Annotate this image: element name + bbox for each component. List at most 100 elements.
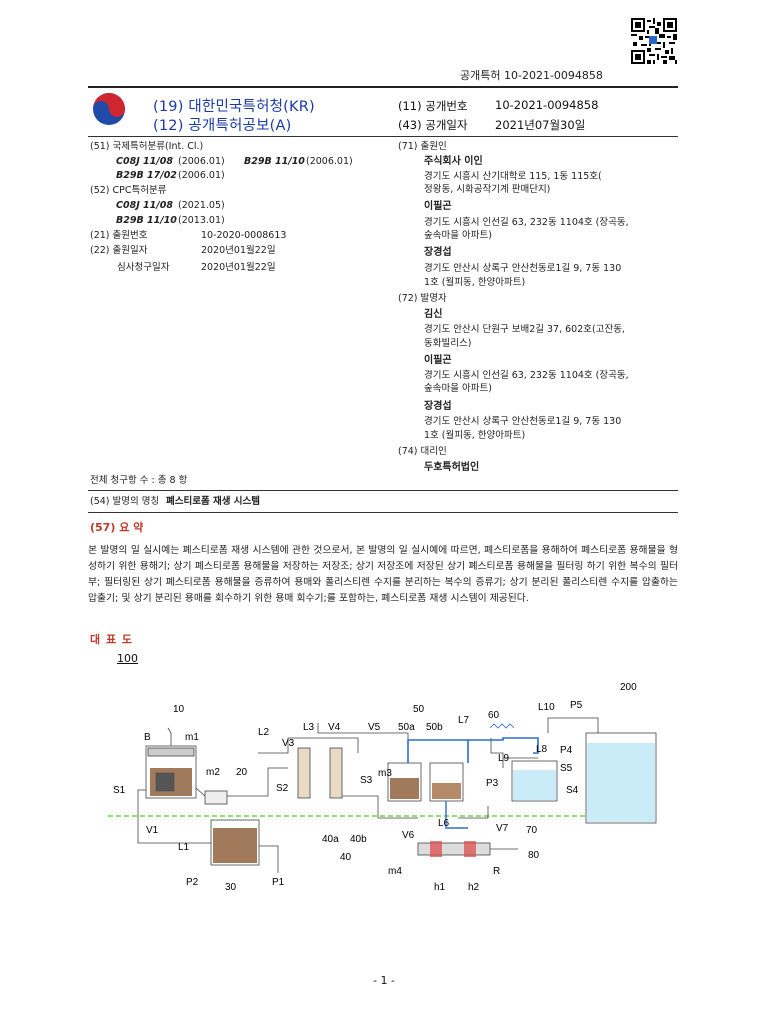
pub-date-value: 2021년07월30일 — [495, 118, 586, 132]
label-l6: L6 — [438, 818, 450, 829]
applicant-1-addr2: 정왕동, 시화공작기계 판매단지) — [424, 184, 551, 195]
system-diagram: 10 B m1 S1 V1 L1 m2 20 L2 V3 S2 L3 V4 V5… — [108, 682, 657, 893]
intl-class-1-date: (2006.01) — [178, 156, 225, 167]
page-number: - 1 - — [373, 974, 395, 987]
inventor-2-addr: 경기도 시흥시 인선길 63, 232동 1104호 (장곡동, — [424, 370, 629, 381]
abstract-body: 본 발명의 일 실시예는 폐스티로폼 재생 시스템에 관한 것으로서, 본 발명… — [88, 545, 678, 604]
applicant-1-addr: 경기도 시흥시 산기대학로 115, 1동 115호( — [424, 171, 602, 182]
label-70: 70 — [526, 825, 538, 836]
office-name: (19) 대한민국특허청(KR) — [153, 99, 315, 115]
agent-label: (74) 대리인 — [398, 446, 447, 457]
label-30: 30 — [225, 882, 237, 893]
title-label: (54) 발명의 명칭 — [90, 496, 160, 507]
exam-date-value: 2020년01월22일 — [201, 262, 276, 273]
label-l7: L7 — [458, 715, 470, 726]
label-s5: S5 — [560, 763, 573, 774]
rule-title-top — [88, 490, 678, 491]
recovery-tank — [511, 760, 558, 802]
inventor-3-addr: 경기도 안산시 상록구 안산천동로1길 9, 7동 130 — [424, 416, 622, 427]
claims-count: 전체 청구항 수 : 총 8 항 — [90, 475, 188, 486]
label-l10: L10 — [538, 702, 555, 713]
label-r: R — [493, 866, 500, 877]
label-v4: V4 — [328, 722, 341, 733]
label-v6: V6 — [402, 830, 415, 841]
label-m2: m2 — [206, 767, 220, 778]
cpc-2-date: (2013.01) — [178, 215, 225, 226]
label-m3: m3 — [378, 768, 392, 779]
label-20: 20 — [236, 767, 248, 778]
label-h1: h1 — [434, 882, 446, 893]
label-60: 60 — [488, 710, 500, 721]
label-l2: L2 — [258, 727, 270, 738]
label-h2: h2 — [468, 882, 480, 893]
applicant-1: 주식회사 이인 — [424, 156, 483, 167]
agent-1: 두호특허법인 — [424, 462, 480, 473]
label-l8: L8 — [536, 744, 548, 755]
app-date-label: (22) 출원일자 — [90, 245, 148, 256]
inventor-1-addr: 경기도 안산시 단원구 보배2길 37, 602호(고잔동, — [424, 324, 625, 335]
distiller-a — [387, 762, 422, 802]
cpc-label: (52) CPC특허분류 — [90, 185, 167, 196]
applicant-3-addr: 경기도 안산시 상록구 안산천동로1길 9, 7동 130 — [424, 263, 622, 274]
applicant-3-addr2: 1호 (월피동, 한양아파트) — [424, 277, 526, 288]
label-p1: P1 — [272, 877, 285, 888]
label-40a: 40a — [322, 834, 339, 845]
label-s4: S4 — [566, 785, 579, 796]
label-l9: L9 — [498, 753, 510, 764]
app-date-value: 2020년01월22일 — [201, 245, 276, 256]
intl-class-1: C08J 11/08 — [116, 156, 173, 167]
applicant-label: (71) 출원인 — [398, 141, 447, 152]
inventor-1: 김신 — [424, 309, 443, 320]
abstract-heading: (57) 요 약 — [90, 521, 144, 534]
applicant-3: 장경섭 — [424, 247, 452, 258]
label-v3: V3 — [282, 738, 295, 749]
inventor-2-addr2: 숲속마을 아파트) — [424, 383, 492, 394]
label-v1: V1 — [146, 825, 159, 836]
rule-title-bottom — [88, 512, 678, 513]
cpc-2: B29B 11/10 — [116, 215, 177, 226]
inventor-label: (72) 발명자 — [398, 293, 447, 304]
label-200: 200 — [620, 682, 637, 693]
applicant-2-addr: 경기도 시흥시 인선길 63, 232동 1104호 (장곡동, — [424, 217, 629, 228]
intl-class-2-date: (2006.01) — [178, 170, 225, 181]
inventor-1-addr2: 동화빌리스) — [424, 338, 472, 349]
label-s2: S2 — [276, 783, 289, 794]
inventor-2: 이필곤 — [424, 355, 452, 366]
label-p5: P5 — [570, 700, 583, 711]
intl-class-2: B29B 17/02 — [116, 170, 177, 181]
qr-code — [631, 18, 677, 64]
label-50: 50 — [413, 704, 425, 715]
label-m1: m1 — [185, 732, 199, 743]
applicant-2: 이필곤 — [424, 201, 452, 212]
inventor-3: 장경섭 — [424, 401, 452, 412]
pub-date-label: (43) 공개일자 — [398, 118, 468, 132]
solvent-tank — [585, 732, 657, 824]
exam-date-label: 심사청구일자 — [117, 262, 170, 273]
label-m4: m4 — [388, 866, 402, 877]
label-v5: V5 — [368, 722, 381, 733]
label-s1: S1 — [113, 785, 126, 796]
top-rule — [88, 86, 678, 88]
app-no-value: 10-2020-0008613 — [201, 230, 287, 241]
gazette-type: (12) 공개특허공보(A) — [153, 118, 292, 134]
cpc-1-date: (2021.05) — [178, 200, 225, 211]
doc-label: 공개특허 10-2021-0094858 — [460, 69, 603, 82]
pub-no-value: 10-2021-0094858 — [495, 98, 599, 112]
label-80: 80 — [528, 850, 540, 861]
app-no-label: (21) 출원번호 — [90, 230, 148, 241]
pub-no-label: (11) 공개번호 — [398, 99, 468, 113]
label-s3: S3 — [360, 775, 373, 786]
intl-class-label: (51) 국제특허분류(Int. Cl.) — [90, 141, 204, 152]
cpc-1: C08J 11/08 — [116, 200, 173, 211]
kipo-logo-icon — [93, 93, 125, 125]
label-40: 40 — [340, 852, 352, 863]
label-l1: L1 — [178, 842, 190, 853]
label-b: B — [144, 732, 151, 743]
applicant-2-addr2: 숲속마을 아파트) — [424, 230, 492, 241]
label-p4: P4 — [560, 745, 573, 756]
invention-title: 폐스티로폼 재생 시스템 — [166, 496, 261, 507]
label-p2: P2 — [186, 877, 199, 888]
label-v7: V7 — [496, 823, 509, 834]
rep-drawing-heading: 대 표 도 — [90, 633, 134, 646]
label-50b: 50b — [426, 722, 443, 733]
